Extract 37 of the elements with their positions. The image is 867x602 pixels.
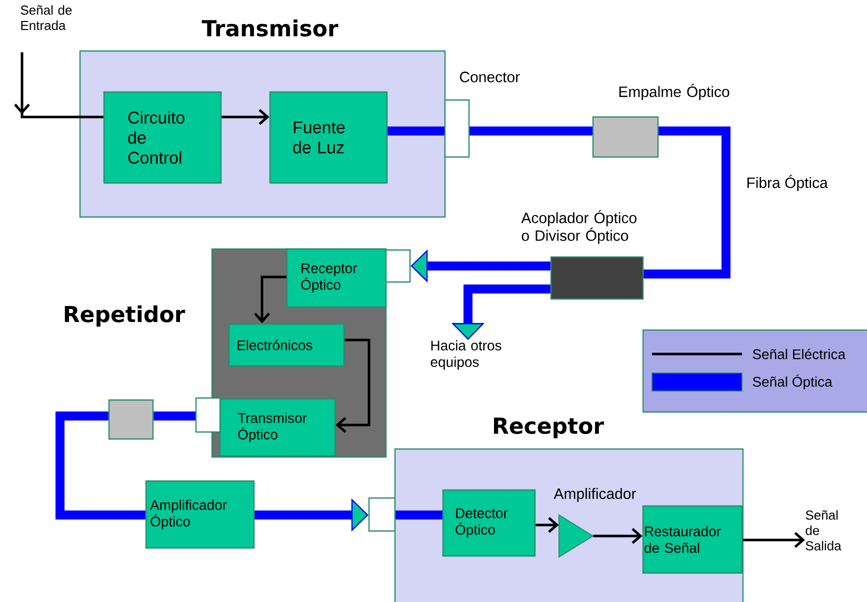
signal-arrow bbox=[593, 528, 642, 544]
signal-arrow bbox=[222, 109, 270, 125]
component-label: Acoplador Óptico o Divisor Óptico bbox=[521, 210, 636, 244]
process-box: Fuente de Luz bbox=[269, 91, 388, 184]
section-title: Transmisor bbox=[202, 19, 338, 36]
section-title: Receptor bbox=[494, 418, 604, 438]
edge-label: Fibra Óptica bbox=[747, 174, 828, 192]
process-box: Amplificador Óptico bbox=[145, 480, 255, 549]
signal-arrow bbox=[336, 338, 370, 433]
signal-arrow bbox=[536, 517, 559, 533]
process-box: Restaurador de Señal bbox=[642, 505, 743, 574]
connector-block bbox=[368, 497, 396, 532]
fiber-line bbox=[644, 126, 730, 278]
signal-label: Señal de Entrada bbox=[20, 5, 72, 30]
process-box: Receptor Óptico bbox=[286, 248, 387, 308]
fiber-line bbox=[154, 411, 196, 420]
signal-label: Señal de Salida bbox=[806, 510, 842, 550]
annotation-text: Hacia otros equipos bbox=[430, 340, 502, 370]
process-box: Detector Óptico bbox=[442, 489, 536, 557]
section-title: Repetidor bbox=[64, 305, 186, 327]
fiber-line bbox=[56, 411, 146, 520]
process-box: Electrónicos bbox=[228, 323, 345, 367]
fiber-line bbox=[470, 126, 592, 136]
component-label: Empalme Óptico bbox=[619, 84, 730, 100]
fiber-line bbox=[396, 510, 442, 520]
splice-block bbox=[108, 399, 154, 440]
connector-block bbox=[195, 397, 221, 433]
connector-block bbox=[385, 249, 411, 283]
process-box: Circuito de Control bbox=[103, 91, 222, 184]
component-label: Conector bbox=[460, 72, 520, 82]
signal-arrow bbox=[254, 276, 286, 324]
component-label: Amplificador bbox=[554, 488, 636, 502]
legend-entry: Señal Óptica bbox=[652, 372, 832, 392]
signal-arrow bbox=[742, 532, 805, 548]
legend-entry: Señal Eléctrica bbox=[652, 348, 846, 360]
process-box: Transmisor Óptico bbox=[219, 398, 336, 457]
fiber-line bbox=[388, 126, 444, 136]
